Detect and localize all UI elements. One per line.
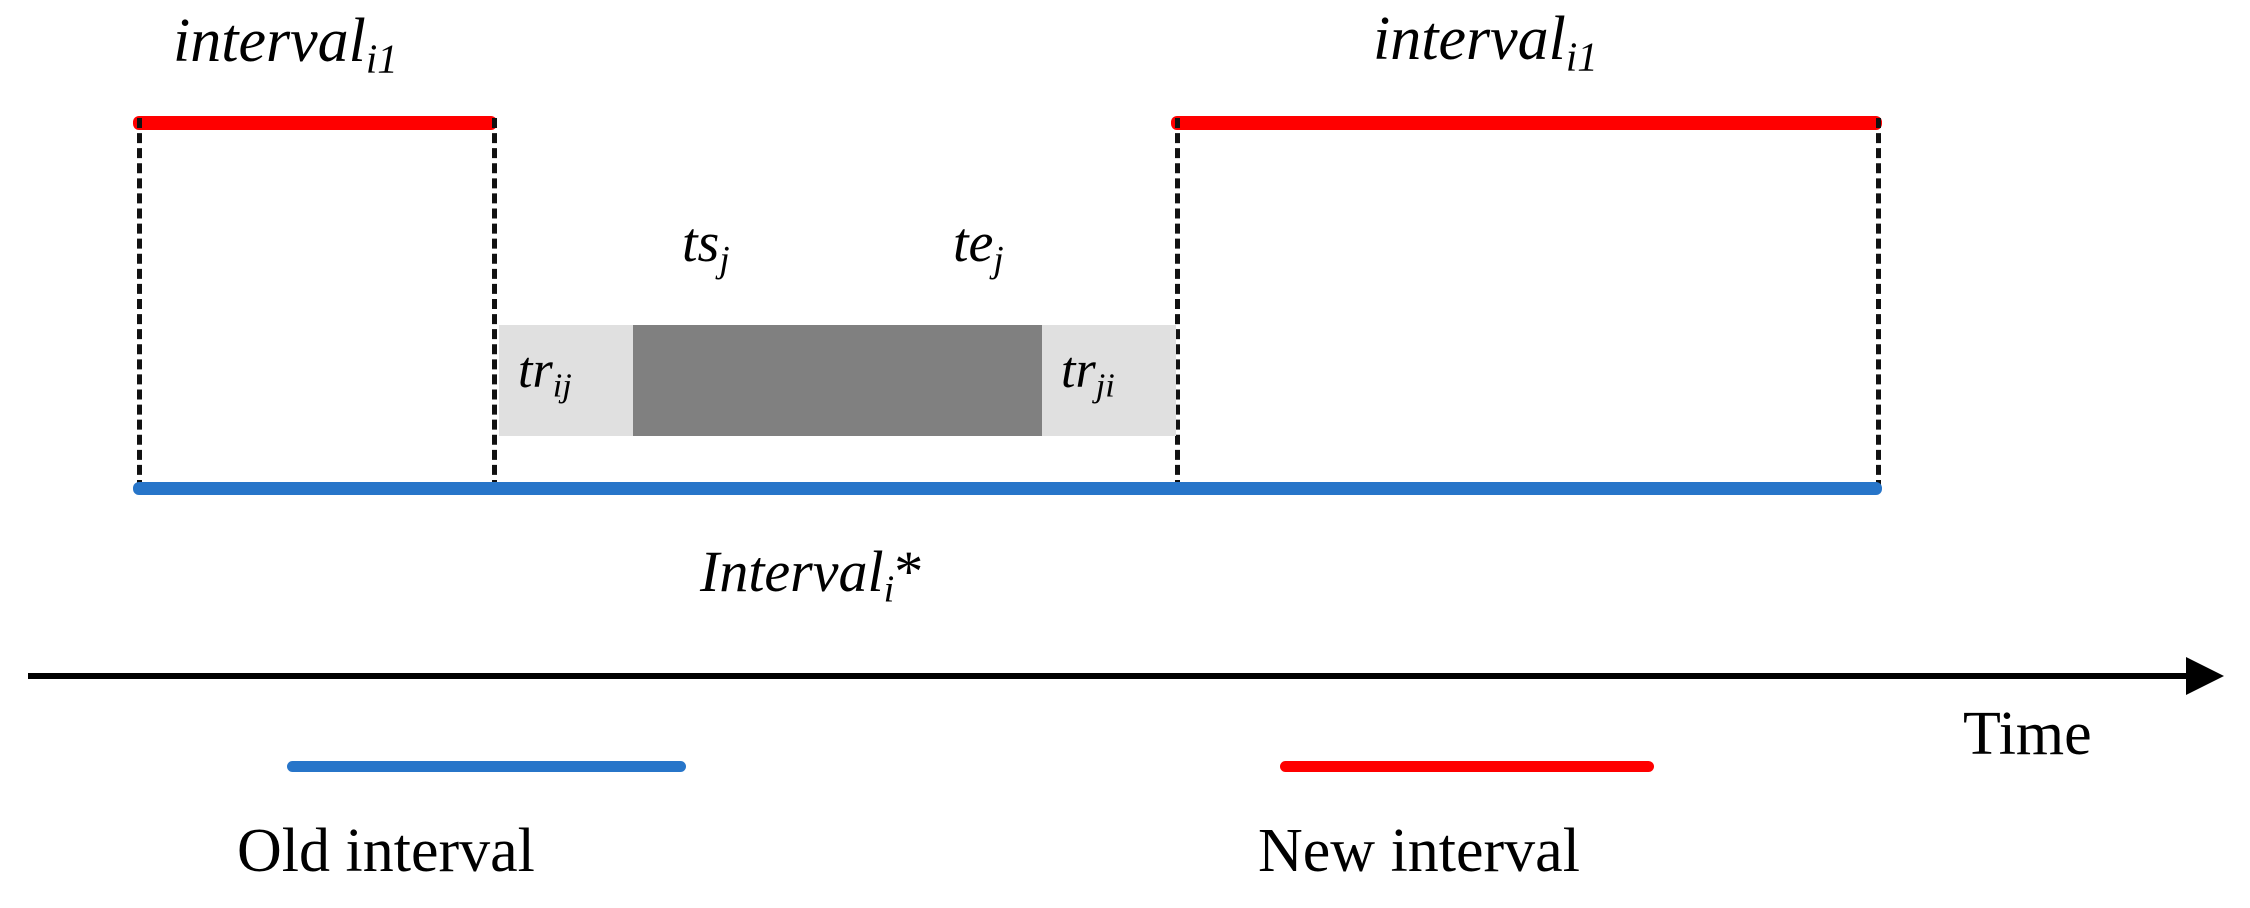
label-interval-i1-left-base: interval <box>173 7 366 75</box>
guide-line-2 <box>492 118 497 490</box>
label-tr-ji-sub: ji <box>1095 366 1115 405</box>
new-interval-bar-left <box>133 116 497 130</box>
time-axis-line <box>28 673 2188 679</box>
time-axis-arrowhead <box>2186 657 2224 695</box>
legend-label-old-interval: Old interval <box>237 817 535 885</box>
event-box-ts-te <box>633 325 1042 436</box>
legend-swatch-old-interval <box>287 761 686 772</box>
guide-line-1 <box>137 118 142 490</box>
label-interval-i1-right: intervali1 <box>1373 8 1598 78</box>
label-interval-i1-right-sub: i1 <box>1565 34 1598 80</box>
label-interval-i-star-sub: i <box>883 568 895 611</box>
guide-line-3 <box>1175 118 1180 490</box>
label-ts-j-base: ts <box>682 212 720 274</box>
label-te-j: tej <box>953 215 1004 278</box>
label-tr-ji-base: tr <box>1061 342 1096 399</box>
time-axis-label: Time <box>1963 700 2092 768</box>
label-interval-i1-left-sub: i1 <box>365 36 398 82</box>
legend-swatch-new-interval <box>1280 761 1654 772</box>
label-tr-ij-base: tr <box>518 342 553 399</box>
label-interval-i-star: Intervali* <box>700 543 923 609</box>
label-te-j-sub: j <box>993 238 1004 280</box>
label-interval-i1-right-base: interval <box>1373 5 1566 73</box>
label-te-j-base: te <box>953 212 994 274</box>
label-tr-ij-sub: ij <box>552 366 572 405</box>
label-interval-i-star-suffix: * <box>894 539 924 604</box>
label-ts-j-sub: j <box>719 238 730 280</box>
transition-box-tr-ij <box>499 325 633 436</box>
new-interval-bar-right <box>1171 116 1882 130</box>
legend-label-new-interval: New interval <box>1258 817 1580 885</box>
label-interval-i-star-base: Interval <box>700 539 884 604</box>
guide-line-4 <box>1876 118 1881 490</box>
label-interval-i1-left: intervali1 <box>173 10 398 80</box>
label-tr-ij: trij <box>518 345 572 403</box>
label-tr-ji: trji <box>1061 345 1115 403</box>
transition-box-tr-ji <box>1042 325 1176 436</box>
old-interval-bar <box>133 482 1882 495</box>
label-ts-j: tsj <box>682 215 730 278</box>
